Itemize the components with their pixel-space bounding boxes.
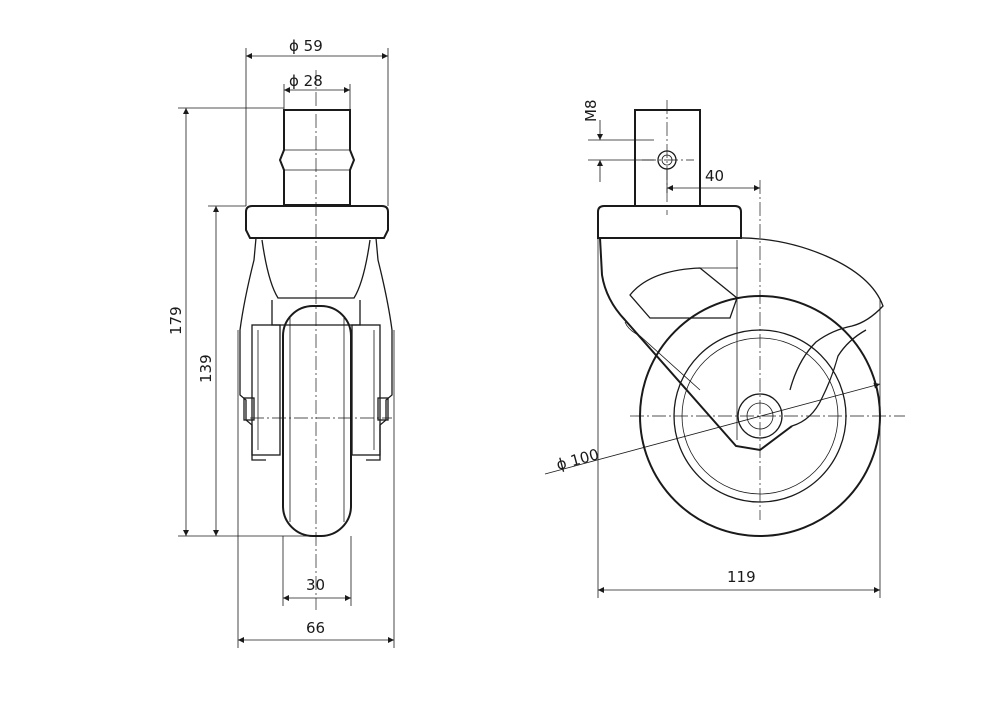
- dim-thread: M8: [582, 100, 600, 123]
- fork-housing-side: [599, 237, 884, 452]
- dim-wheel-diameter: ϕ 100: [554, 445, 600, 474]
- dim-overall-length: 119: [727, 568, 756, 586]
- fork-housing: [239, 237, 393, 461]
- wheel-front: [282, 305, 352, 537]
- top-plate: [245, 205, 389, 239]
- stem-side: [634, 109, 701, 207]
- side-view: M8 40 ϕ 100 119: [544, 100, 905, 598]
- top-plate-side: [597, 205, 742, 239]
- dim-overall-height: 179: [167, 306, 185, 335]
- dim-offset: 40: [705, 167, 724, 185]
- front-view: ϕ 59 ϕ 28 179 139 30 66: [167, 37, 395, 648]
- dim-wheel-width: 30: [306, 576, 325, 594]
- dim-plate-diameter: ϕ 59: [289, 37, 323, 55]
- dim-housing-width: 66: [306, 619, 325, 637]
- stem: [278, 109, 356, 206]
- dim-wheel-height: 139: [197, 354, 215, 383]
- dim-stem-diameter: ϕ 28: [289, 72, 323, 90]
